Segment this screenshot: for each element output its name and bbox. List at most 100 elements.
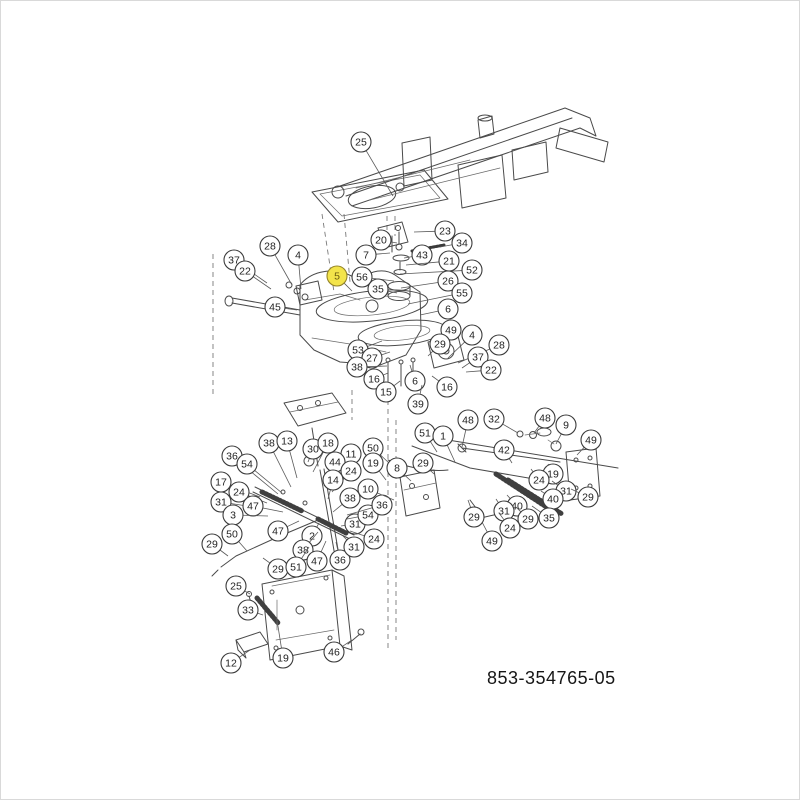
callout-balloon-28: 28 [259, 235, 293, 286]
callout-balloon-38: 38 [332, 487, 361, 513]
callout-balloon-52: 52 [399, 259, 483, 281]
svg-text:38: 38 [344, 493, 356, 505]
svg-text:47: 47 [247, 501, 259, 513]
svg-text:24: 24 [533, 475, 545, 487]
callout-balloon-24: 24 [498, 512, 521, 539]
svg-text:29: 29 [417, 458, 429, 470]
svg-text:13: 13 [281, 436, 293, 448]
callout-balloon-38: 38 [258, 432, 292, 488]
svg-text:47: 47 [311, 556, 323, 568]
callout-balloon-10: 10 [357, 478, 395, 501]
svg-text:50: 50 [226, 529, 238, 541]
svg-text:39: 39 [412, 399, 424, 411]
callout-balloon-54: 54 [236, 453, 283, 494]
svg-text:8: 8 [394, 463, 400, 475]
svg-text:31: 31 [498, 506, 510, 518]
callout-balloon-7: 7 [355, 244, 391, 266]
callout-balloon-24: 24 [349, 528, 385, 550]
part-number: 853-354765-05 [487, 668, 616, 688]
svg-text:24: 24 [504, 523, 516, 535]
callout-balloon-51: 51 [414, 422, 438, 453]
callout-balloon-50: 50 [362, 437, 390, 464]
svg-text:4: 4 [295, 250, 301, 262]
callout-balloon-31: 31 [210, 491, 261, 513]
svg-text:49: 49 [585, 435, 597, 447]
svg-text:55: 55 [456, 288, 468, 300]
svg-text:50: 50 [367, 443, 379, 455]
callout-balloon-4: 4 [287, 244, 309, 290]
callout-balloon-56: 56 [351, 266, 395, 288]
svg-text:54: 54 [241, 459, 253, 471]
svg-text:6: 6 [412, 376, 418, 388]
callout-balloon-29: 29 [463, 499, 485, 528]
svg-text:29: 29 [522, 514, 534, 526]
svg-text:48: 48 [539, 413, 551, 425]
svg-text:19: 19 [547, 469, 559, 481]
svg-text:22: 22 [485, 365, 497, 377]
callout-balloon-35: 35 [531, 505, 560, 529]
svg-text:20: 20 [375, 235, 387, 247]
svg-text:24: 24 [368, 534, 380, 546]
callout-balloon-19: 19 [362, 452, 387, 481]
svg-text:34: 34 [456, 238, 468, 250]
callout-balloon-55: 55 [407, 282, 473, 305]
svg-text:36: 36 [334, 555, 346, 567]
svg-text:35: 35 [543, 513, 555, 525]
svg-text:45: 45 [269, 302, 281, 314]
svg-text:21: 21 [443, 256, 455, 268]
svg-text:40: 40 [511, 501, 523, 513]
callout-balloon-51: 51 [285, 546, 310, 578]
callout-balloon-14: 14 [322, 469, 344, 500]
svg-text:36: 36 [376, 500, 388, 512]
svg-text:19: 19 [367, 458, 379, 470]
callout-balloon-32: 32 [483, 408, 519, 434]
svg-text:24: 24 [345, 466, 357, 478]
svg-text:48: 48 [462, 415, 474, 427]
callout-balloon-5: 5 [326, 265, 353, 292]
callout-balloon-18: 18 [312, 432, 339, 473]
svg-text:24: 24 [233, 487, 245, 499]
svg-text:38: 38 [297, 545, 309, 557]
callout-balloon-47: 47 [306, 540, 328, 572]
svg-text:25: 25 [355, 137, 367, 149]
callout-balloon-24: 24 [528, 468, 550, 491]
svg-text:25: 25 [230, 581, 242, 593]
callout-balloon-49: 49 [481, 521, 503, 552]
svg-text:28: 28 [493, 340, 505, 352]
callout-balloon-22: 22 [234, 260, 272, 290]
callout-balloon-25: 25 [225, 575, 251, 597]
svg-text:52: 52 [466, 265, 478, 277]
svg-text:7: 7 [363, 250, 369, 262]
svg-text:51: 51 [290, 562, 302, 574]
svg-text:11: 11 [346, 449, 357, 461]
callout-balloon-1: 1 [432, 425, 456, 463]
svg-text:38: 38 [351, 362, 363, 374]
svg-text:16: 16 [441, 382, 453, 394]
callout-balloon-29: 29 [427, 333, 451, 357]
callout-balloon-43: 43 [403, 244, 433, 266]
svg-text:15: 15 [380, 387, 392, 399]
callout-balloon-37: 37 [461, 346, 489, 369]
callout-balloon-48: 48 [533, 407, 556, 434]
svg-text:36: 36 [226, 451, 238, 463]
svg-text:49: 49 [486, 536, 498, 548]
svg-text:31: 31 [348, 542, 360, 554]
svg-text:16: 16 [368, 374, 380, 386]
callout-balloon-25: 25 [350, 131, 394, 197]
callout-balloon-35: 35 [367, 278, 398, 300]
callout-balloon-40: 40 [540, 488, 564, 510]
svg-text:31: 31 [349, 519, 361, 531]
callout-balloon-47: 47 [242, 495, 284, 517]
svg-text:46: 46 [328, 647, 340, 659]
callout-balloon-26: 26 [400, 270, 459, 292]
svg-text:1: 1 [440, 431, 446, 443]
svg-text:18: 18 [322, 438, 334, 450]
svg-text:31: 31 [560, 486, 572, 498]
callout-balloon-13: 13 [276, 430, 298, 479]
callout-balloon-29: 29 [201, 533, 229, 557]
svg-text:38: 38 [263, 438, 275, 450]
callout-balloon-4: 4 [447, 324, 483, 359]
